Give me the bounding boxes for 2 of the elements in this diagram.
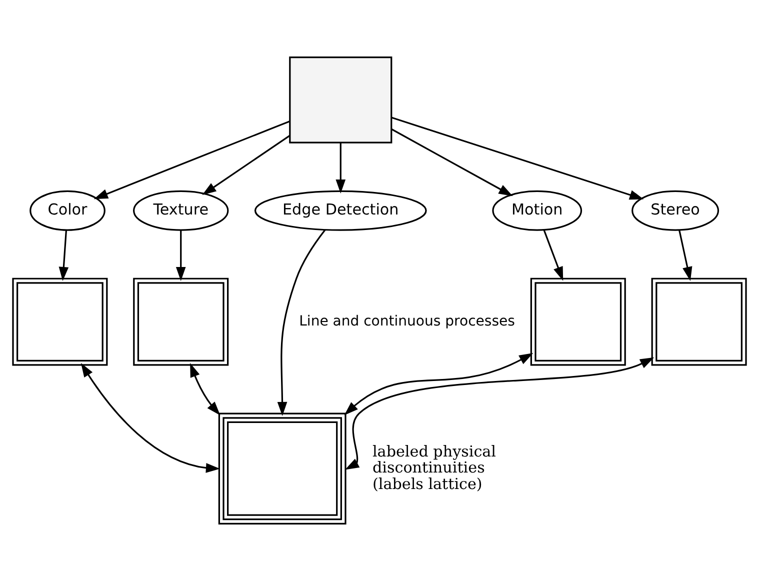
node-label: labeled physical discontinuities (labels lattice) — [372, 442, 496, 492]
edge-label: Line and continuous processes — [299, 312, 515, 329]
